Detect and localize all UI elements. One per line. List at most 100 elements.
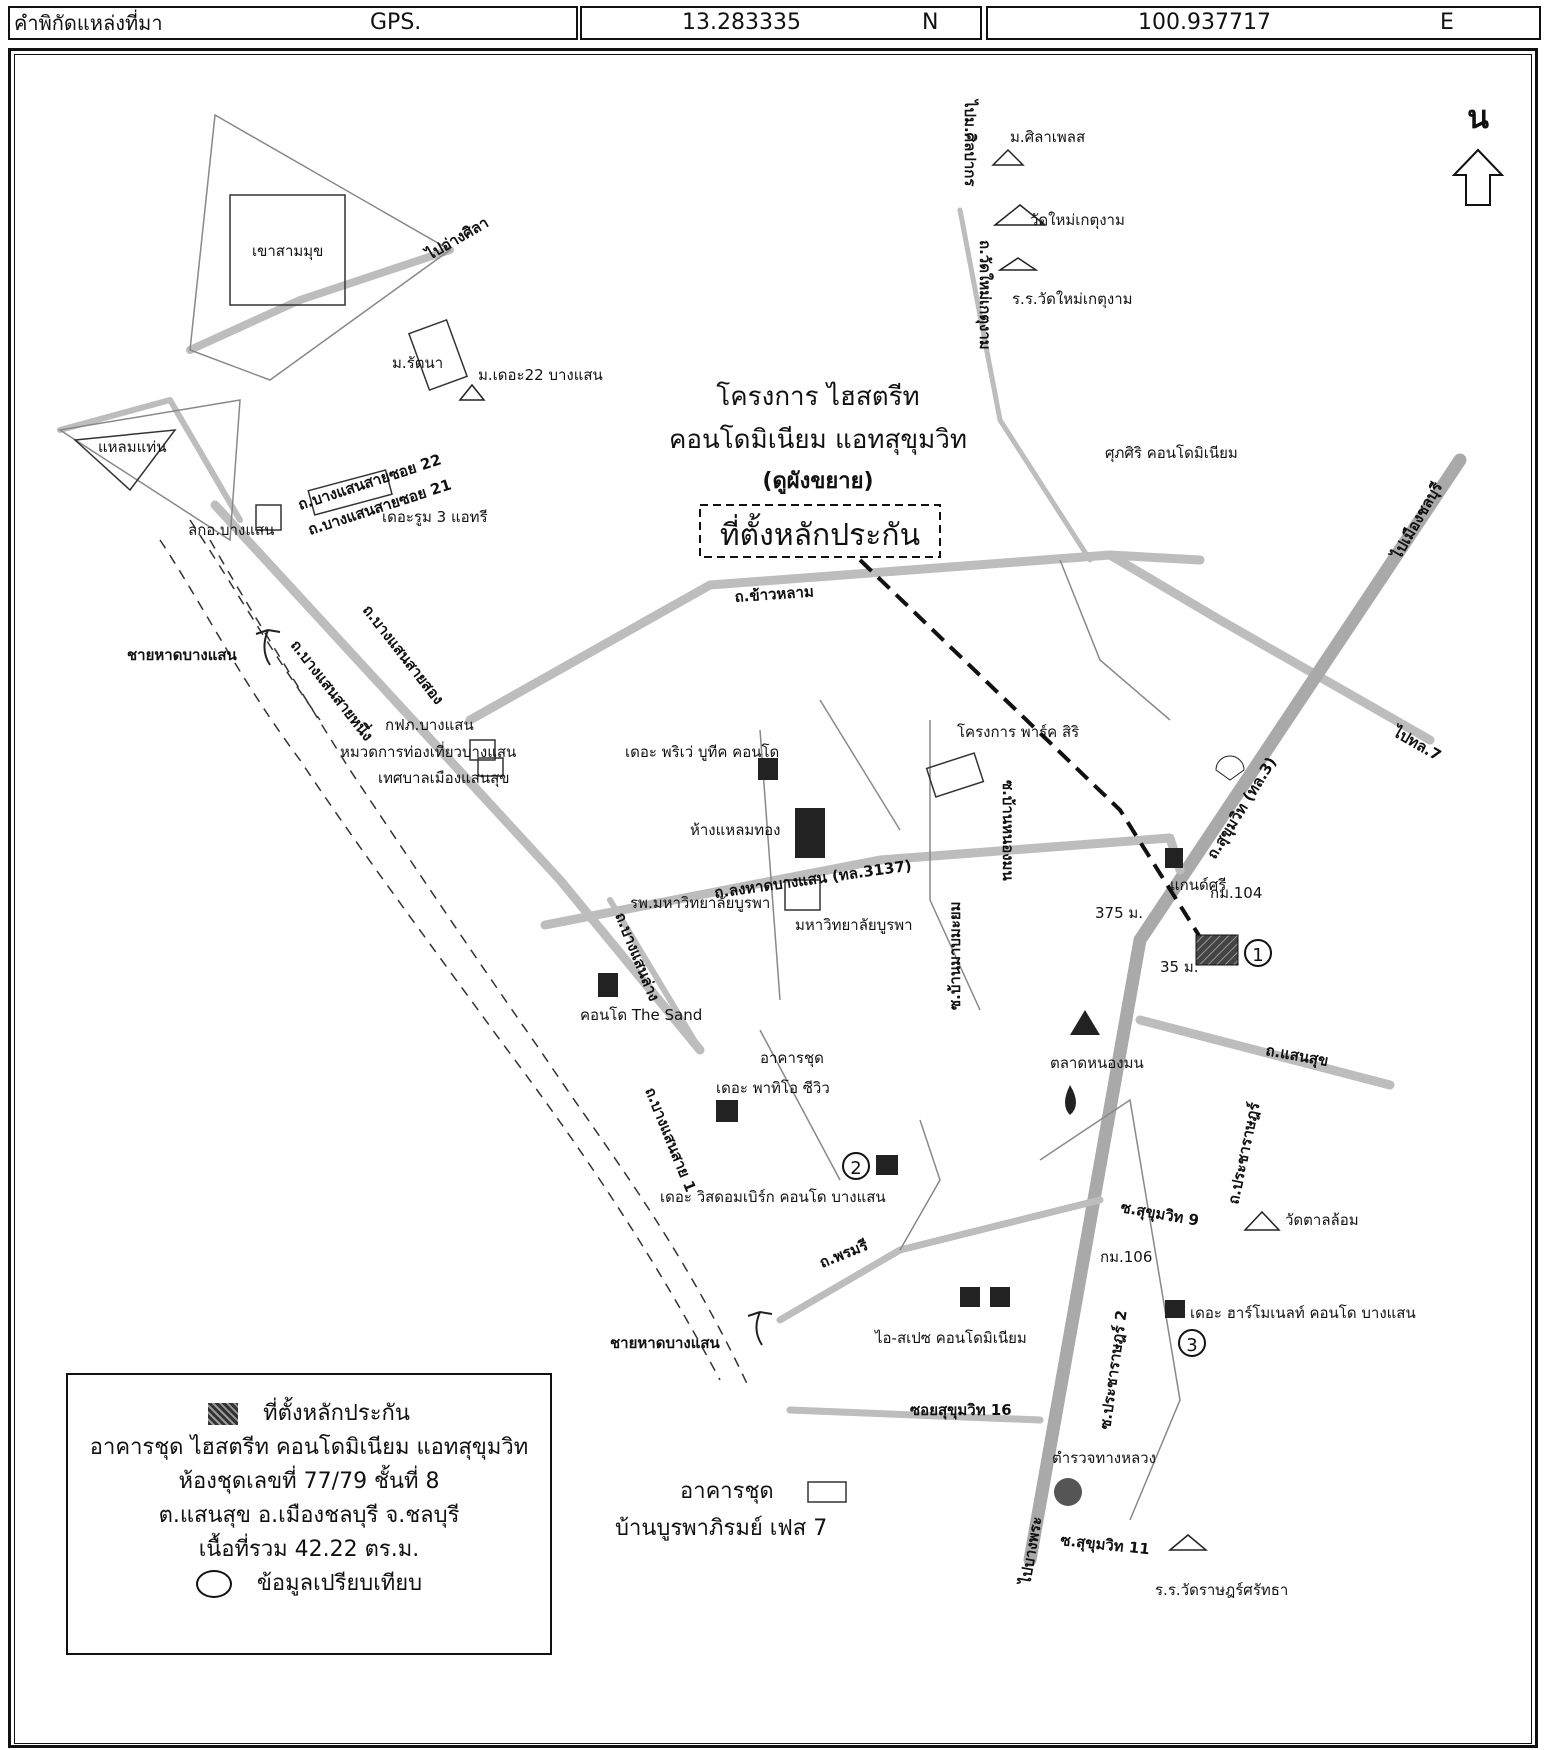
map-frame (8, 48, 1538, 1748)
road-bangsaen-sai-song (210, 500, 705, 1055)
map-legend: ที่ตั้งหลักประกัน อาคารชุด ไฮสตรีท คอนโด… (66, 1373, 552, 1655)
label-rd-bangsaen-sai-nueng: ถ.บางแสนสายหนึ่ง (287, 635, 378, 744)
label-kko-bangsaen: ลกอ.บางแสน (188, 521, 274, 539)
label-beach-1: ชายหาดบางแสน (127, 646, 238, 664)
north-arrow-icon: น (1451, 98, 1505, 206)
comparison-circle-icon (195, 1570, 232, 1598)
label-harmony: เดอะ ฮาร์โมเนลท์ คอนโด บางแสน (1190, 1304, 1416, 1322)
label-buu-hospital: รพ.มหาวิทยาลัยบูรพา (630, 894, 770, 912)
label-wat-mai: วัดใหม่เกตุงาม (1030, 211, 1125, 230)
label-dist-375: 375 ม. (1095, 904, 1143, 922)
legend-comparison-row: ข้อมูลเปรียบเทียบ (68, 1567, 550, 1601)
map-inner-frame (14, 54, 1532, 1744)
police-icon (1054, 1478, 1082, 1506)
building-icon (716, 1100, 738, 1122)
longitude-dir: E (1440, 10, 1454, 35)
latitude-dir: N (922, 10, 939, 35)
label-rd-wat-mai: ถ.วัดใหม่เกตุงาม (975, 240, 994, 350)
label-tourism: หมวดการท่องเที่ยวบางแสน (340, 741, 516, 761)
source-cell: คำพิกัดแหล่งที่มา GPS. (8, 6, 578, 40)
road-wat-mai (957, 207, 1093, 563)
label-school-wat-mai: ร.ร.วัดใหม่เกตุงาม (1012, 290, 1133, 309)
road-sukhumvit16 (786, 1406, 1044, 1424)
collateral-pointer (858, 558, 1207, 947)
method-label: GPS. (370, 10, 422, 35)
legend-collateral-label: ที่ตั้งหลักประกัน (263, 1401, 410, 1426)
label-khao-sam-muk: เขาสามมุข (252, 242, 323, 261)
label-m-silpakorn: ม.ศิลาเพลส (1010, 128, 1085, 146)
label-condo-patio-1: อาคารชุด (760, 1049, 824, 1068)
label-soi-sukhumvit11: ซ.สุขุมวิท 11 (1059, 1531, 1150, 1559)
school-icon (997, 257, 1039, 271)
svg-text:1: 1 (1252, 945, 1263, 966)
road-sukhumvit (1023, 453, 1467, 1567)
legend-line-4: เนื้อที่รวม 42.22 ตร.ม. (198, 1537, 420, 1562)
svg-text:3: 3 (1186, 1335, 1197, 1356)
label-rd-bangsaen-sai-song: ถ.บางแสนสายสอง (359, 601, 448, 707)
comparison-marker-2: 2 (842, 1152, 870, 1180)
hatched-square-icon (208, 1403, 239, 1425)
label-laem-thong: ห้างแหลมทอง (690, 821, 781, 839)
label-rd-khao-lam: ถ.ข้าวหลาม (734, 583, 814, 606)
building-icon (1165, 1300, 1185, 1318)
label-rd-prachasuk: ถ.ประชาราษฎร์ (1224, 1100, 1263, 1206)
latitude-cell: 13.283335 N (580, 6, 982, 40)
label-to-silpakorn: ไปม.ศิลปากร (961, 98, 980, 187)
project-title-2: คอนโดมิเนียม แอทสุขุมวิท (669, 424, 967, 455)
label-rd-saensuk: ถ.แสนสุข (1264, 1041, 1330, 1071)
shell-icon (1215, 755, 1245, 781)
building-icon (598, 973, 618, 997)
road-khao-lam (465, 550, 1205, 725)
school-icon (458, 383, 486, 401)
label-soi-sukhumvit9: ซ.สุขุมวิท 9 (1119, 1198, 1200, 1230)
market-icon (1070, 1010, 1100, 1035)
temple-icon (992, 204, 1048, 226)
label-kfs-bangsaen: กฟภ.บางแสน (385, 716, 474, 734)
label-laem-thaen: แหลมแท่น (98, 438, 166, 456)
label-to-bang-phra: ไปบางพระ (1015, 1515, 1046, 1588)
label-ispace: ไอ-สเปซ คอนโดมิเนียม (874, 1329, 1027, 1347)
building-icon (876, 1155, 898, 1175)
label-the-sand: คอนโด The Sand (580, 1006, 702, 1024)
svg-text:2: 2 (850, 1158, 861, 1179)
building-icon (960, 1287, 980, 1307)
collateral-box-frame (699, 504, 941, 558)
label-to-chonburi: ไปเมืองชลบุรี (1386, 478, 1447, 564)
road-coast-1 (57, 397, 243, 523)
comparison-marker-1: 1 (1244, 939, 1272, 967)
coastline (159, 519, 751, 1391)
label-burapha-2: บ้านบูรพาภิรมย์ เฟส 7 (615, 1516, 827, 1541)
collateral-location-icon (1195, 934, 1239, 966)
latitude-value: 13.283335 (682, 10, 801, 35)
label-km106: กม.106 (1100, 1248, 1152, 1266)
temple-icons (458, 148, 1281, 1551)
label-the-room3: เดอะรูม 3 แอทรี (382, 508, 488, 526)
label-soi-prachasuk2: ซ.ประชาราษฎร์ 2 (1096, 1309, 1131, 1431)
road-to-highway7 (1105, 550, 1435, 745)
temple-icon (1243, 1210, 1281, 1231)
north-label: น (1467, 98, 1489, 136)
legend-collateral-row: ที่ตั้งหลักประกัน (68, 1397, 550, 1431)
land-areas (73, 194, 985, 1503)
project-title: โครงการ ไฮสตรีท คอนโดมิเนียม แอทสุขุมวิท… (669, 381, 967, 558)
label-the-private: เดอะ พริเว่ บูทีค คอนโด (625, 743, 779, 761)
source-label: คำพิกัดแหล่งที่มา (14, 11, 163, 35)
project-title-1: โครงการ ไฮสตรีท (716, 381, 919, 412)
palm-tree-icon (747, 1311, 773, 1346)
landmark-icons (255, 629, 1245, 1506)
label-rd-bangsaen-sai-1: ถ.บางแสนสาย 1 (641, 1085, 699, 1195)
building-icon (990, 1287, 1010, 1307)
road-saensuk (1135, 1015, 1395, 1090)
palm-tree-icon (255, 629, 281, 666)
label-market: ตลาดหนองมน (1050, 1054, 1144, 1072)
label-wat-tan-lom: วัดตาลล้อม (1285, 1211, 1359, 1229)
label-soi-sukhumvit16: ซอยสุขุมวิท 16 (910, 1401, 1012, 1420)
label-dist-35: 35 ม. (1160, 958, 1199, 976)
label-soi-ban-nong: ซ.บ้านหนองมน (999, 780, 1017, 881)
building-icon (1165, 848, 1183, 868)
label-police: ตำรวจทางหลวง (1052, 1449, 1156, 1467)
label-park-siri: โครงการ พาร์ค สิริ (957, 723, 1079, 741)
label-municipal: เทศบาลเมืองแสนสุข (378, 769, 510, 788)
label-condo-patio-2: เดอะ พาทิโอ ซีวิว (716, 1079, 830, 1097)
